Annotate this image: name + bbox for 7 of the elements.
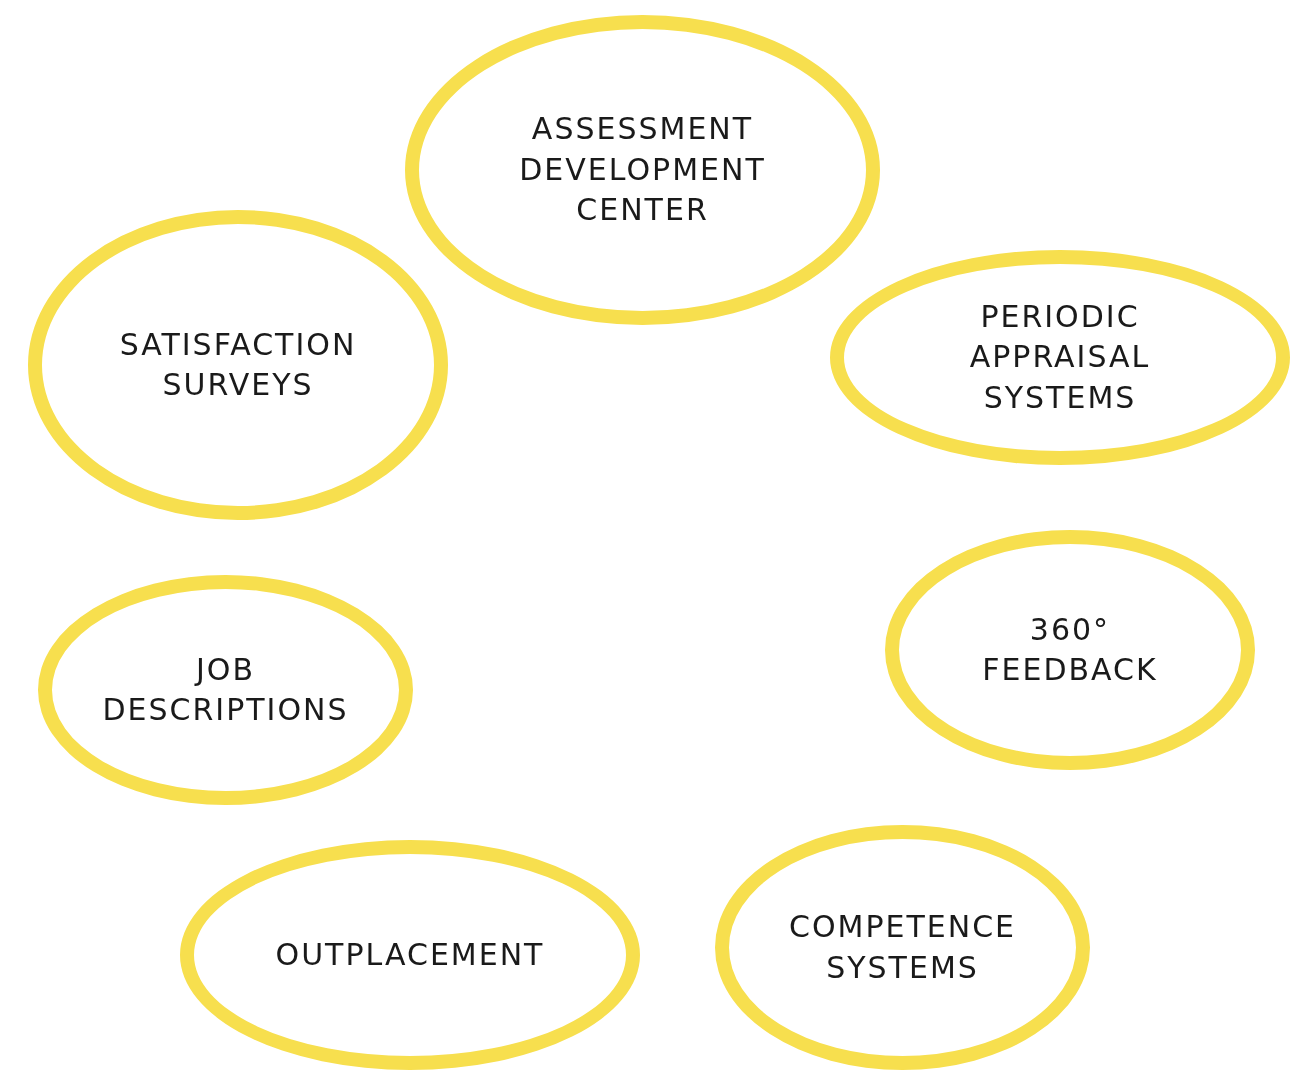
node-label: OUTPLACEMENT — [275, 935, 545, 974]
node-label: ASSESSMENT DEVELOPMENT CENTER — [518, 110, 767, 230]
node-label: PERIODIC APPRAISAL SYSTEMS — [968, 297, 1152, 417]
node-label: 360° FEEDBACK — [981, 610, 1159, 689]
node-label: COMPETENCE SYSTEMS — [787, 908, 1018, 987]
node-label: SATISFACTION SURVEYS — [118, 325, 358, 404]
node-label: JOB DESCRIPTIONS — [101, 650, 350, 729]
